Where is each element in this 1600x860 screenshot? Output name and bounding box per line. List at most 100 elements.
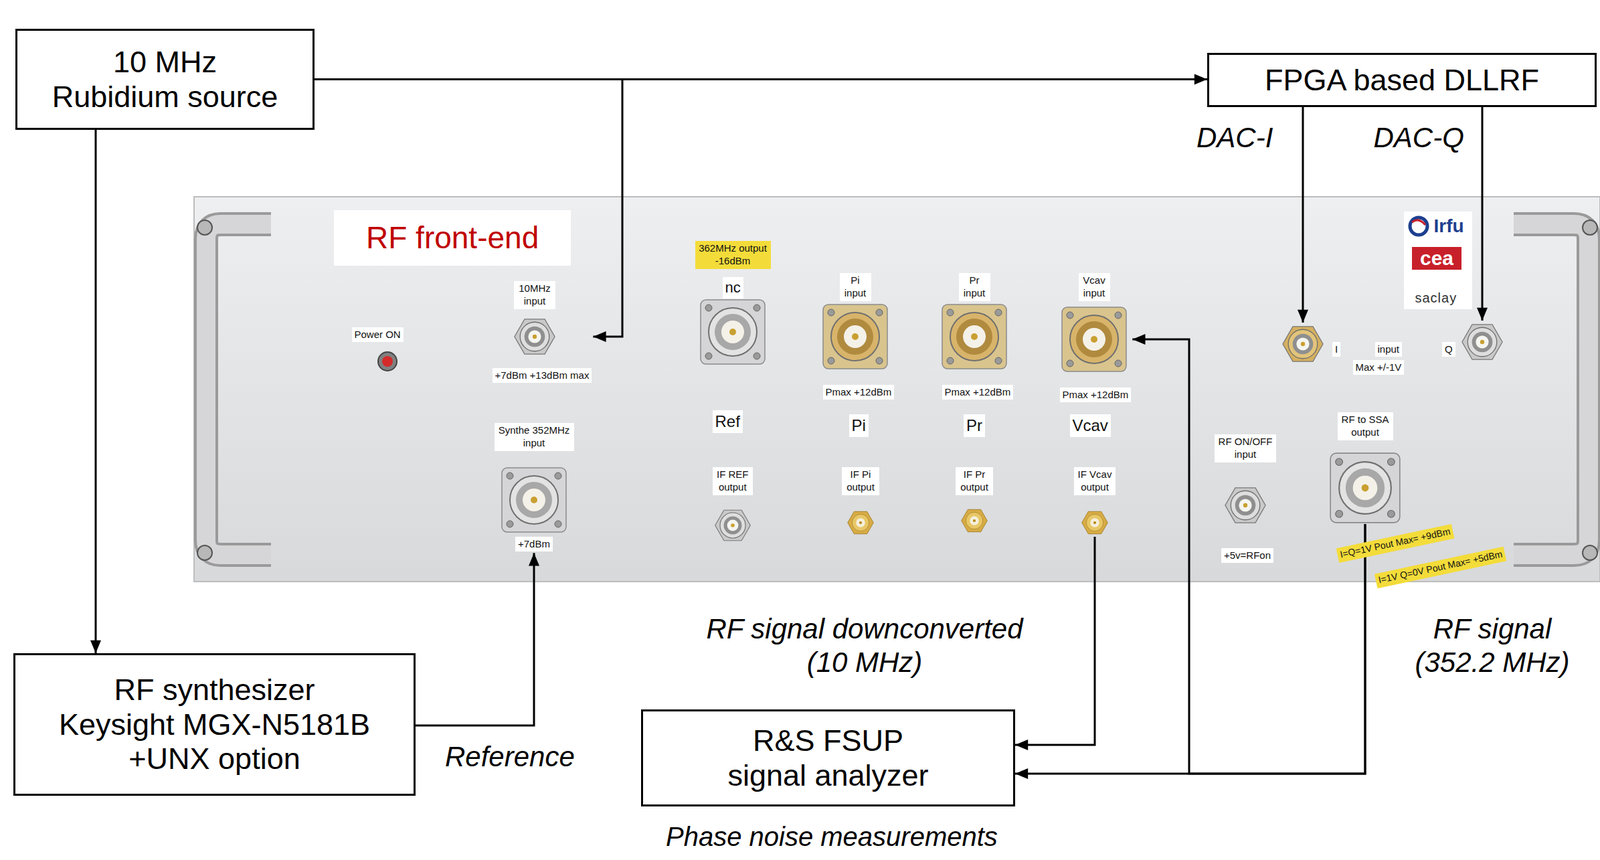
led-bezel [378,351,397,371]
connector-pin [729,328,737,336]
rf-connector: Vcav inputPmax +12dBmVcav [1060,305,1128,373]
panel-plate [194,196,1600,582]
connector-nut [715,509,751,541]
connector-socket [1235,495,1257,516]
rf-connector: IF Pi output [846,508,875,537]
connector-socket [714,313,751,350]
connector-body [519,321,550,352]
connector-pin [1090,335,1098,343]
port-label: IF Pi output [841,467,880,496]
port-label: IF Vcav output [1074,467,1116,496]
handle-shadow [206,224,272,555]
port-label: Vcav input [1078,273,1111,302]
panel-label: Phase noise measurements [663,820,1001,853]
logo-sticker [1403,211,1473,310]
signal-arrow [95,129,98,654]
connector-drawing [1328,451,1402,524]
panel-label: input [1375,341,1403,358]
box-text: 10 MHz Rubidium source [48,44,282,115]
edge-label: Reference [442,740,578,774]
flange-screw [875,309,883,316]
panel-label: saclay [1413,290,1459,306]
connector-socket [1345,468,1385,508]
connector-insulator [1090,517,1099,527]
rf-connector: RF ON/OFF input+5v=RFon [1223,483,1267,527]
port-label: Pr input [958,273,991,302]
rf-connector: IF Vcav output [1080,508,1109,537]
port-label: RF to SSA output [1337,412,1394,441]
edge-label: DAC-Q [1371,121,1467,155]
equipment-box: RF synthesizer Keysight MGX-N5181B +UNX … [13,653,416,796]
connector-drawing [699,298,767,366]
connector-body [965,511,983,529]
port-label: Pmax +12dBm [1059,387,1132,403]
flange-screw [753,352,761,360]
connector-body [831,312,880,361]
connector-socket [524,326,546,348]
flange-screw [1066,311,1074,319]
connector-nut [1462,324,1503,360]
equipment-box: R&S FSUP signal analyzer [641,709,1016,807]
connector-insulator [1475,335,1489,348]
connector-flange [942,304,1007,369]
connector-body [950,312,999,361]
connector-body [851,513,869,531]
port-label: +7dBm +13dBm max [492,368,593,384]
flange-screw [946,357,954,365]
connector-insulator [962,325,986,348]
flange-screw [946,309,954,316]
connector-pin [1300,341,1305,346]
logo-swirl [1411,220,1426,225]
panel-label: I=Q=1V Pout Max= +9dBm [1336,523,1455,563]
connector-drawing [846,508,875,537]
connector-nut [1082,511,1109,534]
port-label: Pmax +12dBm [942,384,1014,401]
flange-screw [995,309,1002,316]
connector-flange [1330,453,1400,523]
connector-drawing [940,303,1008,371]
connector-nut [514,319,555,354]
flange-screw [1335,509,1344,518]
flange-screw [1114,311,1122,319]
connector-flange [1061,307,1127,372]
port-label: Vcav [1070,414,1111,437]
flange-screw [827,357,835,365]
rf-connector: I [1281,322,1325,366]
edge-label: RF signal (352.2 MHz) [1398,612,1587,680]
port-label: RF ON/OFF input [1214,434,1277,463]
left-handle [206,224,272,555]
connector-body [1230,490,1261,520]
connector-pin [1361,484,1370,492]
flange-screw [1387,509,1395,518]
flange-screw [554,520,562,528]
connector-insulator [1296,337,1309,350]
connector-pin [532,334,537,339]
rf-connector: IF REF output [714,506,752,545]
connector-body [1288,329,1318,359]
rf-connector: Synthe 352MHz input+7dBm [500,466,568,534]
connector-socket [1292,333,1314,355]
panel-label: I=1V Q=0V Pout Max= +5dBm [1373,546,1506,589]
flange-screw [506,520,514,528]
rf-connector: 362MHz output -16dBmncRef [699,298,767,366]
connector-body [509,475,559,524]
connector-insulator [727,519,739,532]
port-label: 362MHz output -16dBm [695,240,771,270]
port-label: nc [722,277,744,299]
panel-label: Irfu [1432,215,1466,237]
port-label: Q [1442,341,1456,358]
connector-insulator [1353,475,1378,501]
connector-body [1339,461,1392,514]
screw [1582,220,1598,235]
connector-nut [847,511,874,534]
connector-insulator [843,325,867,348]
port-label: 10MHz input [513,281,556,310]
connector-body [1070,315,1119,364]
right-handle [1513,224,1589,555]
connector-insulator [527,329,541,343]
port-label: Synthe 352MHz input [494,422,575,452]
connector-pin [730,523,735,528]
panel-label: cea [1411,246,1462,270]
flange-screw [875,357,883,365]
